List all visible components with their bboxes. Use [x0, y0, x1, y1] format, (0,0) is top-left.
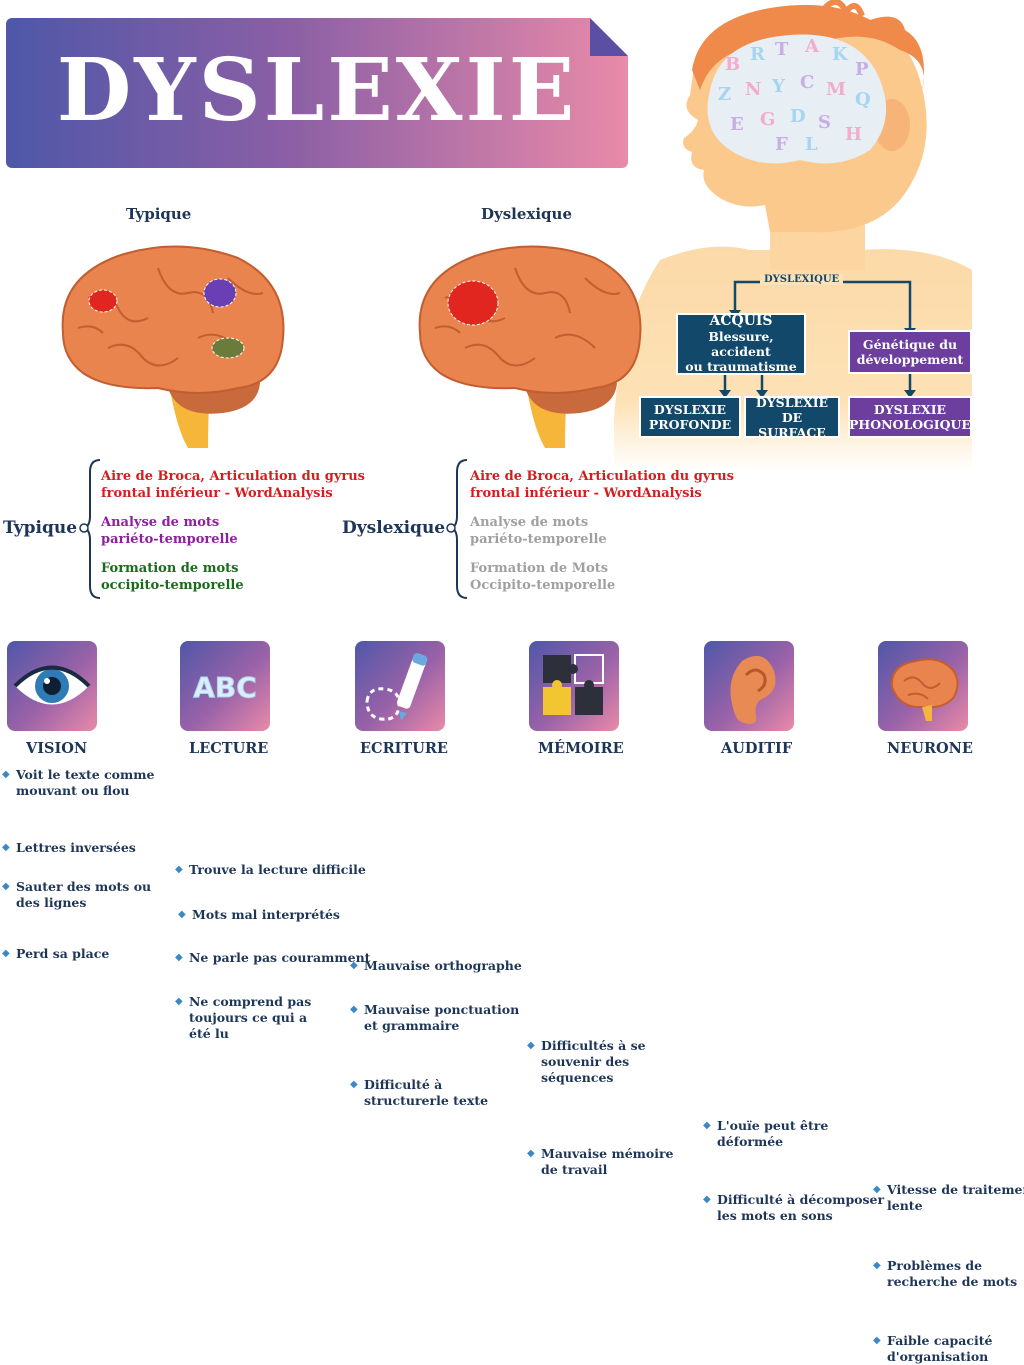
category-title-auditif: AUDITIF [721, 740, 793, 757]
list-item: Mots mal interprétés [178, 907, 1024, 923]
brace-typical [79, 459, 101, 599]
lecture-card: ABC [180, 641, 270, 731]
list-item: Mauvaise orthographe [350, 958, 1024, 974]
svg-text:ABC: ABC [193, 671, 257, 704]
svg-text:B: B [725, 54, 740, 75]
flow-root-label: DYSLEXIQUE [760, 274, 844, 285]
svg-text:Y: Y [771, 76, 786, 97]
brain-title-typical: Typique [126, 205, 192, 223]
category-title-neurone: NEURONE [887, 740, 973, 757]
brain-title-dyslexic: Dyslexique [481, 205, 572, 223]
svg-text:N: N [745, 79, 761, 100]
list-item: Lettres inversées [2, 840, 1024, 856]
auditif-card [704, 641, 794, 731]
ear-icon [730, 655, 776, 724]
category-title-vision: VISION [26, 740, 88, 757]
svg-text:M: M [826, 79, 846, 100]
puzzle-icon [543, 654, 604, 715]
svg-text:K: K [832, 44, 849, 65]
category-title-lecture: LECTURE [189, 740, 269, 757]
flow-box-phonological: DYSLEXIE PHONOLOGIQUE [848, 396, 972, 438]
category-title-memoire: MÉMOIRE [538, 740, 624, 757]
vision-card [7, 641, 97, 731]
legend-label-typical: Typique [3, 518, 78, 538]
svg-text:H: H [845, 124, 862, 145]
eye-icon [13, 665, 91, 705]
svg-text:T: T [775, 39, 789, 60]
svg-text:A: A [804, 36, 820, 57]
banner-fold-shadow [590, 18, 628, 56]
flow-box-acquired: ACQUIS Blessure, accident ou traumatisme [676, 313, 806, 375]
svg-text:E: E [730, 114, 744, 135]
svg-text:Z: Z [718, 84, 731, 105]
memoire-card [529, 641, 619, 731]
svg-text:D: D [790, 106, 806, 127]
legend-label-dyslexic: Dyslexique [342, 518, 446, 538]
flow-box-surface: DYSLEXIE DE SURFACE [744, 395, 840, 440]
neurone-card [878, 641, 968, 731]
svg-text:R: R [750, 44, 766, 65]
svg-text:S: S [818, 112, 831, 133]
svg-text:C: C [800, 72, 814, 93]
svg-text:L: L [805, 134, 818, 155]
category-title-ecriture: ECRITURE [360, 740, 448, 757]
flow-box-deep: DYSLEXIE PROFONDE [639, 396, 741, 438]
svg-text:G: G [760, 109, 775, 130]
dyslexic-brain-illustration [418, 245, 642, 448]
title-banner [6, 18, 628, 168]
list-item: Trouve la lecture difficile [175, 862, 1024, 878]
typical-brain-illustration [61, 245, 285, 448]
abc-icon: ABC [193, 671, 258, 705]
svg-text:Q: Q [855, 89, 871, 110]
flow-box-genetic: Génétique du développement [848, 330, 972, 374]
page-title: DYSLEXIE [56, 40, 578, 141]
brace-dyslexic [446, 459, 468, 599]
svg-text:F: F [775, 134, 788, 155]
brain-icon [890, 658, 959, 721]
ecriture-card [355, 641, 445, 731]
marker-icon [365, 653, 428, 721]
svg-text:P: P [855, 59, 869, 80]
